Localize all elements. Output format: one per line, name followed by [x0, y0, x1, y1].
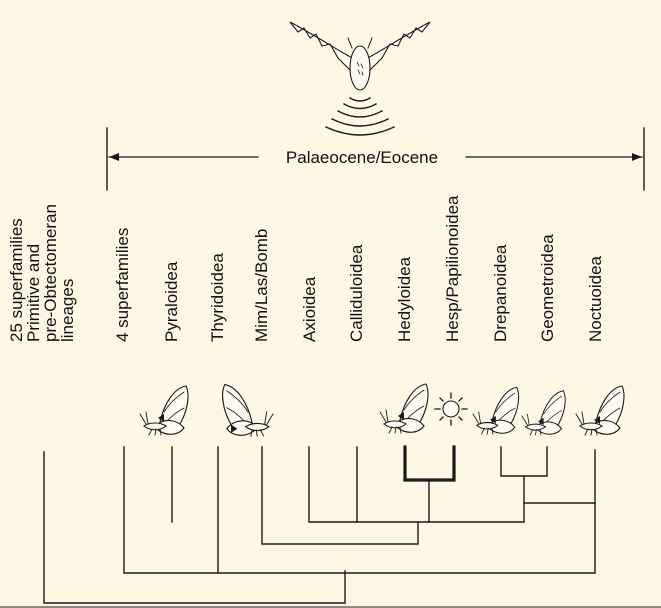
taxon-label: Calliduloidea: [347, 244, 366, 342]
taxon-label: Axioidea: [300, 276, 319, 342]
branch-geometroid-noctuid: [524, 476, 595, 503]
branch-root: [44, 452, 345, 603]
sound-waves-icon: [326, 98, 394, 135]
taxon-label: Geometroidea: [538, 234, 557, 342]
taxon-label: 4 superfamilies: [113, 228, 132, 342]
sun-icon: [435, 393, 467, 425]
cladogram: [44, 447, 595, 603]
taxon-label: Noctuoidea: [586, 255, 605, 342]
branch-axioidea-calliduloidea: [309, 447, 524, 522]
moth-icon: [380, 384, 428, 433]
taxon-label: Drepanoidea: [491, 244, 510, 342]
bat-icon: [290, 22, 430, 90]
branch-mim-las-bomb: [262, 447, 418, 544]
moth-icon: [223, 385, 273, 436]
taxon-label: Pyraloidea: [162, 261, 181, 342]
period-label: Palaeocene/Eocene: [286, 148, 438, 167]
taxon-label: lineages: [58, 279, 77, 342]
taxon-label: Hesp/Papilionoidea: [443, 195, 462, 342]
moth-icon: [522, 391, 565, 435]
moth-icon: [473, 387, 519, 434]
moth-illustrations: [140, 384, 624, 436]
arrowhead-left-icon: [109, 153, 119, 161]
branch-hedyloidea-papilionoidea: [405, 447, 454, 480]
period-range: Palaeocene/Eocene: [107, 128, 644, 190]
taxon-label: Mim/Las/Bomb: [252, 229, 271, 342]
branch-drepanoidea-geometroidea: [501, 447, 547, 476]
arrowhead-right-icon: [632, 153, 642, 161]
moth-icon: [140, 386, 188, 435]
taxon-label: Thyridoidea: [208, 253, 227, 342]
moth-icon: [576, 386, 624, 435]
taxon-label: Hedyloidea: [395, 256, 414, 342]
